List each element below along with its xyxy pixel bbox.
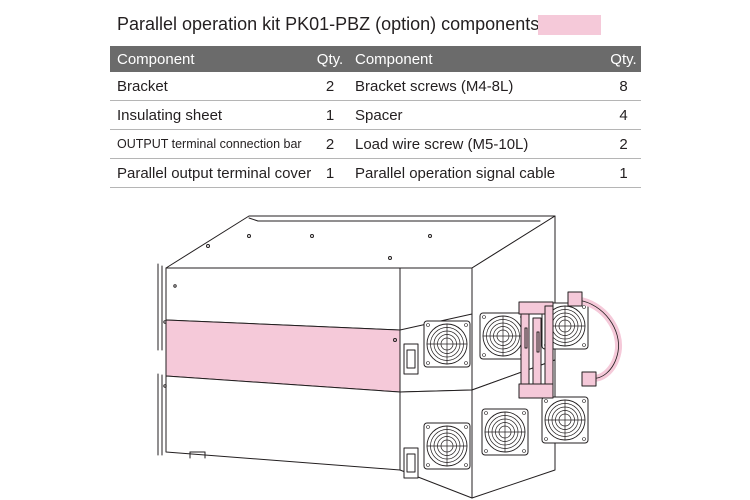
component-qty: 2 bbox=[312, 72, 348, 101]
component-name: Bracket screws (M4-8L) bbox=[348, 72, 606, 101]
highlight-legend-swatch bbox=[538, 15, 601, 35]
signal-cable-connector bbox=[567, 291, 583, 307]
component-qty: 2 bbox=[312, 129, 348, 159]
component-qty: 2 bbox=[606, 129, 641, 159]
screw-mark bbox=[163, 384, 167, 388]
component-name: Parallel output terminal cover bbox=[110, 158, 312, 188]
screw-mark bbox=[247, 234, 251, 238]
component-qty: 4 bbox=[606, 100, 641, 130]
ac-inlet-socket bbox=[406, 453, 416, 473]
screw-mark bbox=[428, 234, 432, 238]
table-row: Bracket 2 Bracket screws (M4-8L) 8 bbox=[110, 72, 641, 101]
fan-icon bbox=[423, 320, 471, 368]
fan-icon bbox=[479, 312, 527, 360]
terminal-slot bbox=[536, 331, 540, 353]
component-qty: 1 bbox=[312, 158, 348, 188]
fan-icon bbox=[423, 422, 471, 470]
table-row: Parallel output terminal cover 1 Paralle… bbox=[110, 158, 641, 188]
upper-unit-side-panel bbox=[165, 267, 401, 331]
terminal-slot bbox=[524, 327, 528, 349]
component-qty: 1 bbox=[312, 100, 348, 130]
component-qty: 8 bbox=[606, 72, 641, 101]
screw-mark bbox=[388, 256, 392, 260]
header-qty-left: Qty. bbox=[312, 46, 348, 72]
table-row: OUTPUT terminal connection bar 2 Load wi… bbox=[110, 129, 641, 159]
table-header-row: Component Qty. Component Qty. bbox=[110, 46, 641, 72]
signal-cable-connector bbox=[581, 371, 597, 387]
ac-inlet-socket bbox=[406, 349, 416, 369]
screw-mark bbox=[310, 234, 314, 238]
output-terminal-connection-bar bbox=[520, 313, 530, 385]
bracket bbox=[544, 305, 554, 391]
page-title: Parallel operation kit PK01-PBZ (option)… bbox=[117, 14, 540, 34]
component-name: Spacer bbox=[348, 100, 606, 130]
table-row: Insulating sheet 1 Spacer 4 bbox=[110, 100, 641, 130]
bracket bbox=[518, 383, 554, 399]
ac-inlet bbox=[403, 447, 419, 479]
lower-unit-side-panel bbox=[165, 375, 401, 471]
screw-mark bbox=[206, 244, 210, 248]
signal-cable-outline bbox=[577, 299, 619, 379]
header-component-right: Component bbox=[348, 46, 606, 72]
screw-mark bbox=[393, 338, 397, 342]
component-name: OUTPUT terminal connection bar bbox=[110, 129, 312, 159]
component-name: Load wire screw (M5-10L) bbox=[348, 129, 606, 159]
header-qty-right: Qty. bbox=[606, 46, 641, 72]
fan-icon bbox=[541, 396, 589, 444]
component-name: Parallel operation signal cable bbox=[348, 158, 606, 188]
components-table: Component Qty. Component Qty. Bracket 2 … bbox=[110, 46, 641, 188]
header-component-left: Component bbox=[110, 46, 312, 72]
component-name: Bracket bbox=[110, 72, 312, 101]
ac-inlet bbox=[403, 343, 419, 375]
output-terminal-connection-bar bbox=[532, 317, 542, 389]
component-qty: 1 bbox=[606, 158, 641, 188]
fan-icon bbox=[481, 408, 529, 456]
screw-mark bbox=[173, 284, 177, 288]
component-name: Insulating sheet bbox=[110, 100, 312, 130]
top-panel-edge bbox=[248, 217, 259, 222]
